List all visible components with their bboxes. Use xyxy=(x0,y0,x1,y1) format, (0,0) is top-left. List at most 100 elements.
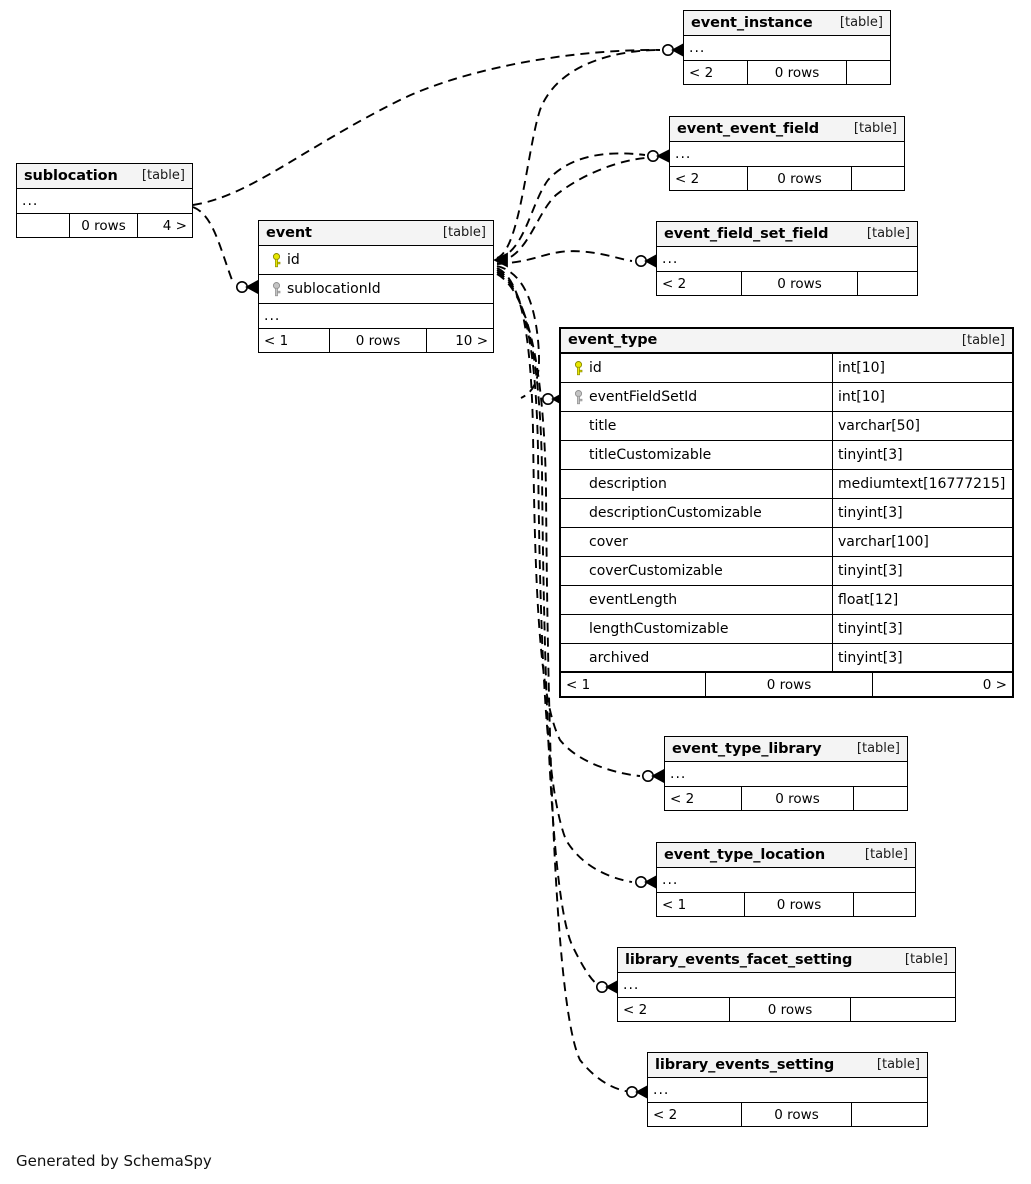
column-row: id xyxy=(259,246,493,275)
column-row: sublocationId xyxy=(259,275,493,304)
collapsed-columns-ellipsis: ... xyxy=(17,189,192,214)
column-type: tinyint[3] xyxy=(832,644,1012,671)
table-header: event_type [table] xyxy=(561,329,1012,354)
table-footer: < 2 0 rows xyxy=(657,272,917,295)
table-tag: [table] xyxy=(853,121,897,136)
table-footer: < 2 0 rows xyxy=(670,167,904,190)
table-tag: [table] xyxy=(856,741,900,756)
column-name: archived xyxy=(589,649,650,666)
table-node-event_type[interactable]: event_type [table] id int[10] eventField… xyxy=(559,327,1014,698)
table-name: event_type_location xyxy=(664,846,826,863)
column-type: tinyint[3] xyxy=(832,557,1012,585)
table-name: event_field_set_field xyxy=(664,225,829,242)
table-footer: < 1 0 rows 10 > xyxy=(259,329,493,352)
table-tag: [table] xyxy=(866,226,910,241)
column-name: coverCustomizable xyxy=(589,563,723,579)
column-name: sublocationId xyxy=(287,281,381,297)
collapsed-columns-ellipsis: ... xyxy=(670,142,904,167)
footer-rowcount: 0 rows xyxy=(747,167,851,190)
table-tag: [table] xyxy=(876,1057,920,1072)
column-name: descriptionCustomizable xyxy=(589,505,762,521)
column-type: float[12] xyxy=(832,586,1012,614)
footer-rowcount: 0 rows xyxy=(705,673,872,696)
footer-children: 0 > xyxy=(872,673,1012,696)
table-footer: < 2 0 rows xyxy=(618,998,955,1021)
column-name: title xyxy=(589,418,617,434)
table-node-sublocation[interactable]: sublocation [table] ... 0 rows 4 > xyxy=(16,163,193,238)
footer-children xyxy=(853,893,915,916)
collapsed-columns-ellipsis: ... xyxy=(657,247,917,272)
table-header: event_type_location [table] xyxy=(657,843,915,868)
column-row: descriptionCustomizable tinyint[3] xyxy=(561,499,1012,528)
footer-rowcount: 0 rows xyxy=(744,893,853,916)
footer-children: 4 > xyxy=(137,214,192,237)
footer-parents: < 1 xyxy=(566,676,591,693)
table-tag: [table] xyxy=(904,952,948,967)
footer-parents: < 1 xyxy=(662,896,687,913)
column-name: id xyxy=(287,252,300,268)
table-node-event[interactable]: event [table] id sublocationId ... < 1 0… xyxy=(258,220,494,353)
column-type: varchar[50] xyxy=(832,412,1012,440)
collapsed-columns-ellipsis: ... xyxy=(618,973,955,998)
yellow-key-icon xyxy=(266,252,287,268)
table-node-event_field_set_field[interactable]: event_field_set_field [table] ... < 2 0 … xyxy=(656,221,918,296)
footer-rowcount: 0 rows xyxy=(747,61,846,84)
column-name: cover xyxy=(589,534,628,550)
table-tag: [table] xyxy=(442,225,486,240)
table-tag: [table] xyxy=(839,15,883,30)
column-type: tinyint[3] xyxy=(832,499,1012,527)
footer-children xyxy=(857,272,917,295)
footer-children xyxy=(850,998,955,1021)
table-footer: < 1 0 rows 0 > xyxy=(561,673,1012,696)
schemaspy-credit: Generated by SchemaSpy xyxy=(16,1152,212,1170)
footer-rowcount: 0 rows xyxy=(329,329,426,352)
column-type: mediumtext[16777215] xyxy=(832,470,1012,498)
collapsed-columns-ellipsis: ... xyxy=(665,762,907,787)
column-type: int[10] xyxy=(832,383,1012,411)
gray-key-icon xyxy=(568,389,589,405)
table-tag: [table] xyxy=(864,847,908,862)
column-name: id xyxy=(589,360,602,376)
column-name: eventLength xyxy=(589,592,678,608)
footer-children xyxy=(851,1103,927,1126)
column-row: description mediumtext[16777215] xyxy=(561,470,1012,499)
footer-rowcount: 0 rows xyxy=(741,272,857,295)
column-row: cover varchar[100] xyxy=(561,528,1012,557)
footer-parents: < 1 xyxy=(264,332,289,349)
edge-event-event_instance xyxy=(496,49,661,259)
table-header: library_events_setting [table] xyxy=(648,1053,927,1078)
table-name: event xyxy=(266,224,312,241)
table-header: event_type_library [table] xyxy=(665,737,907,762)
footer-parents: < 2 xyxy=(623,1001,648,1018)
table-node-event_instance[interactable]: event_instance [table] ... < 2 0 rows xyxy=(683,10,891,85)
footer-children xyxy=(853,787,907,810)
footer-children: 10 > xyxy=(426,329,493,352)
column-row: lengthCustomizable tinyint[3] xyxy=(561,615,1012,644)
column-name: eventFieldSetId xyxy=(589,389,698,405)
table-node-event_event_field[interactable]: event_event_field [table] ... < 2 0 rows xyxy=(669,116,905,191)
yellow-key-icon xyxy=(568,360,589,376)
table-tag: [table] xyxy=(141,168,185,183)
column-name: titleCustomizable xyxy=(589,447,712,463)
column-row: archived tinyint[3] xyxy=(561,644,1012,673)
table-footer: < 1 0 rows xyxy=(657,893,915,916)
table-name: event_event_field xyxy=(677,120,820,137)
table-footer: < 2 0 rows xyxy=(648,1103,927,1126)
table-footer: < 2 0 rows xyxy=(684,61,890,84)
column-name: lengthCustomizable xyxy=(589,621,729,637)
table-node-event_type_library[interactable]: event_type_library [table] ... < 2 0 row… xyxy=(664,736,908,811)
column-row: eventFieldSetId int[10] xyxy=(561,383,1012,412)
table-node-library_events_setting[interactable]: library_events_setting [table] ... < 2 0… xyxy=(647,1052,928,1127)
table-name: event_type_library xyxy=(672,740,822,757)
column-type: tinyint[3] xyxy=(832,441,1012,469)
edge-sublocation-event_instance xyxy=(192,49,661,206)
table-node-event_type_location[interactable]: event_type_location [table] ... < 1 0 ro… xyxy=(656,842,916,917)
footer-parents: < 2 xyxy=(662,275,687,292)
column-type: int[10] xyxy=(832,354,1012,382)
collapsed-columns-ellipsis: ... xyxy=(648,1078,927,1103)
table-name: event_instance xyxy=(691,14,813,31)
column-row: title varchar[50] xyxy=(561,412,1012,441)
table-node-library_events_facet_setting[interactable]: library_events_facet_setting [table] ...… xyxy=(617,947,956,1022)
edge-event-event_field_set_field xyxy=(496,250,633,265)
